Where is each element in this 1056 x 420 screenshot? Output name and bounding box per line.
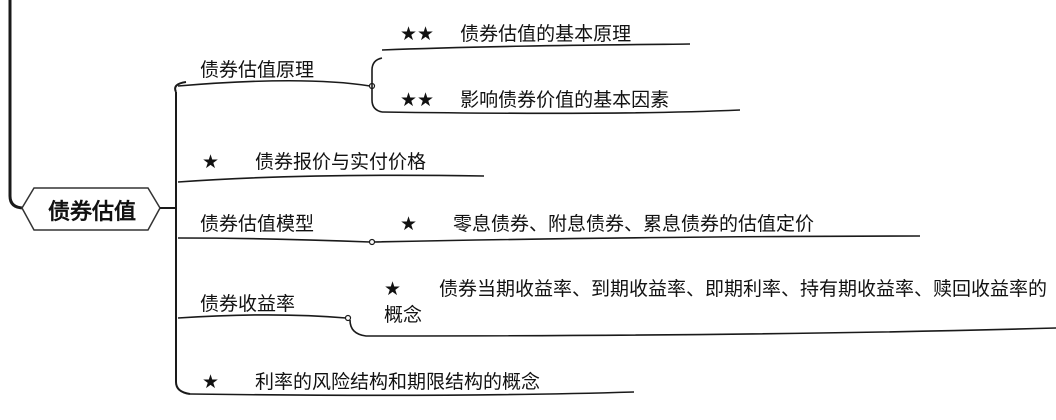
root-node-label: 债券估值	[47, 200, 136, 225]
branch-yield-underline	[177, 314, 347, 319]
yield-child: ★债券当期收益率、到期收益率、即期利率、持有期收益率、赎回收益率的概念	[384, 276, 1049, 328]
principle-child-1: ★★ 债券估值的基本原理	[400, 22, 631, 46]
rating-stars: ★★	[400, 23, 435, 45]
branch-principle-label: 债券估值原理	[200, 59, 315, 81]
branch-quote-label: 债券报价与实付价格	[255, 151, 427, 173]
branch-yield-label: 债券收益率	[200, 293, 296, 315]
principle-child-2: ★★ 影响债券价值的基本因素	[400, 88, 669, 112]
parent-connector	[8, 0, 25, 210]
yield-child-label: 债券当期收益率、到期收益率、即期利率、持有期收益率、赎回收益率的概念	[384, 278, 1048, 326]
principle-child-1-label: 债券估值的基本原理	[460, 23, 632, 45]
branch-principle-underline	[177, 79, 371, 87]
rating-stars: ★	[400, 213, 418, 235]
branch-structure-underline	[189, 391, 635, 397]
branch-model-label: 债券估值模型	[200, 213, 315, 235]
rating-stars: ★	[202, 151, 220, 173]
branch-structure: ★ 利率的风险结构和期限结构的概念	[202, 370, 540, 394]
root-node-shape	[21, 187, 161, 231]
principle-child1-underline	[381, 43, 691, 51]
branch-yield-dot	[344, 314, 352, 322]
branch-model-underline	[177, 237, 371, 243]
yield-child-underline	[349, 319, 1056, 337]
branch-structure-label: 利率的风险结构和期限结构的概念	[255, 371, 541, 393]
trunk-line	[174, 81, 191, 395]
branch-model-dot	[368, 238, 376, 246]
model-child-underline	[373, 235, 921, 243]
rating-stars: ★	[384, 278, 402, 300]
principle-child-2-label: 影响债券价值的基本因素	[460, 89, 670, 111]
rating-stars: ★	[202, 371, 220, 393]
model-child-label: 零息债券、附息债券、累息债券的估值定价	[453, 213, 815, 235]
rating-stars: ★★	[400, 89, 435, 111]
model-child: ★ 零息债券、附息债券、累息债券的估值定价	[400, 212, 814, 236]
branch-quote-underline	[177, 174, 485, 183]
principle-brace	[371, 57, 383, 113]
branch-quote: ★ 债券报价与实付价格	[202, 150, 426, 174]
principle-child2-underline	[381, 109, 741, 115]
